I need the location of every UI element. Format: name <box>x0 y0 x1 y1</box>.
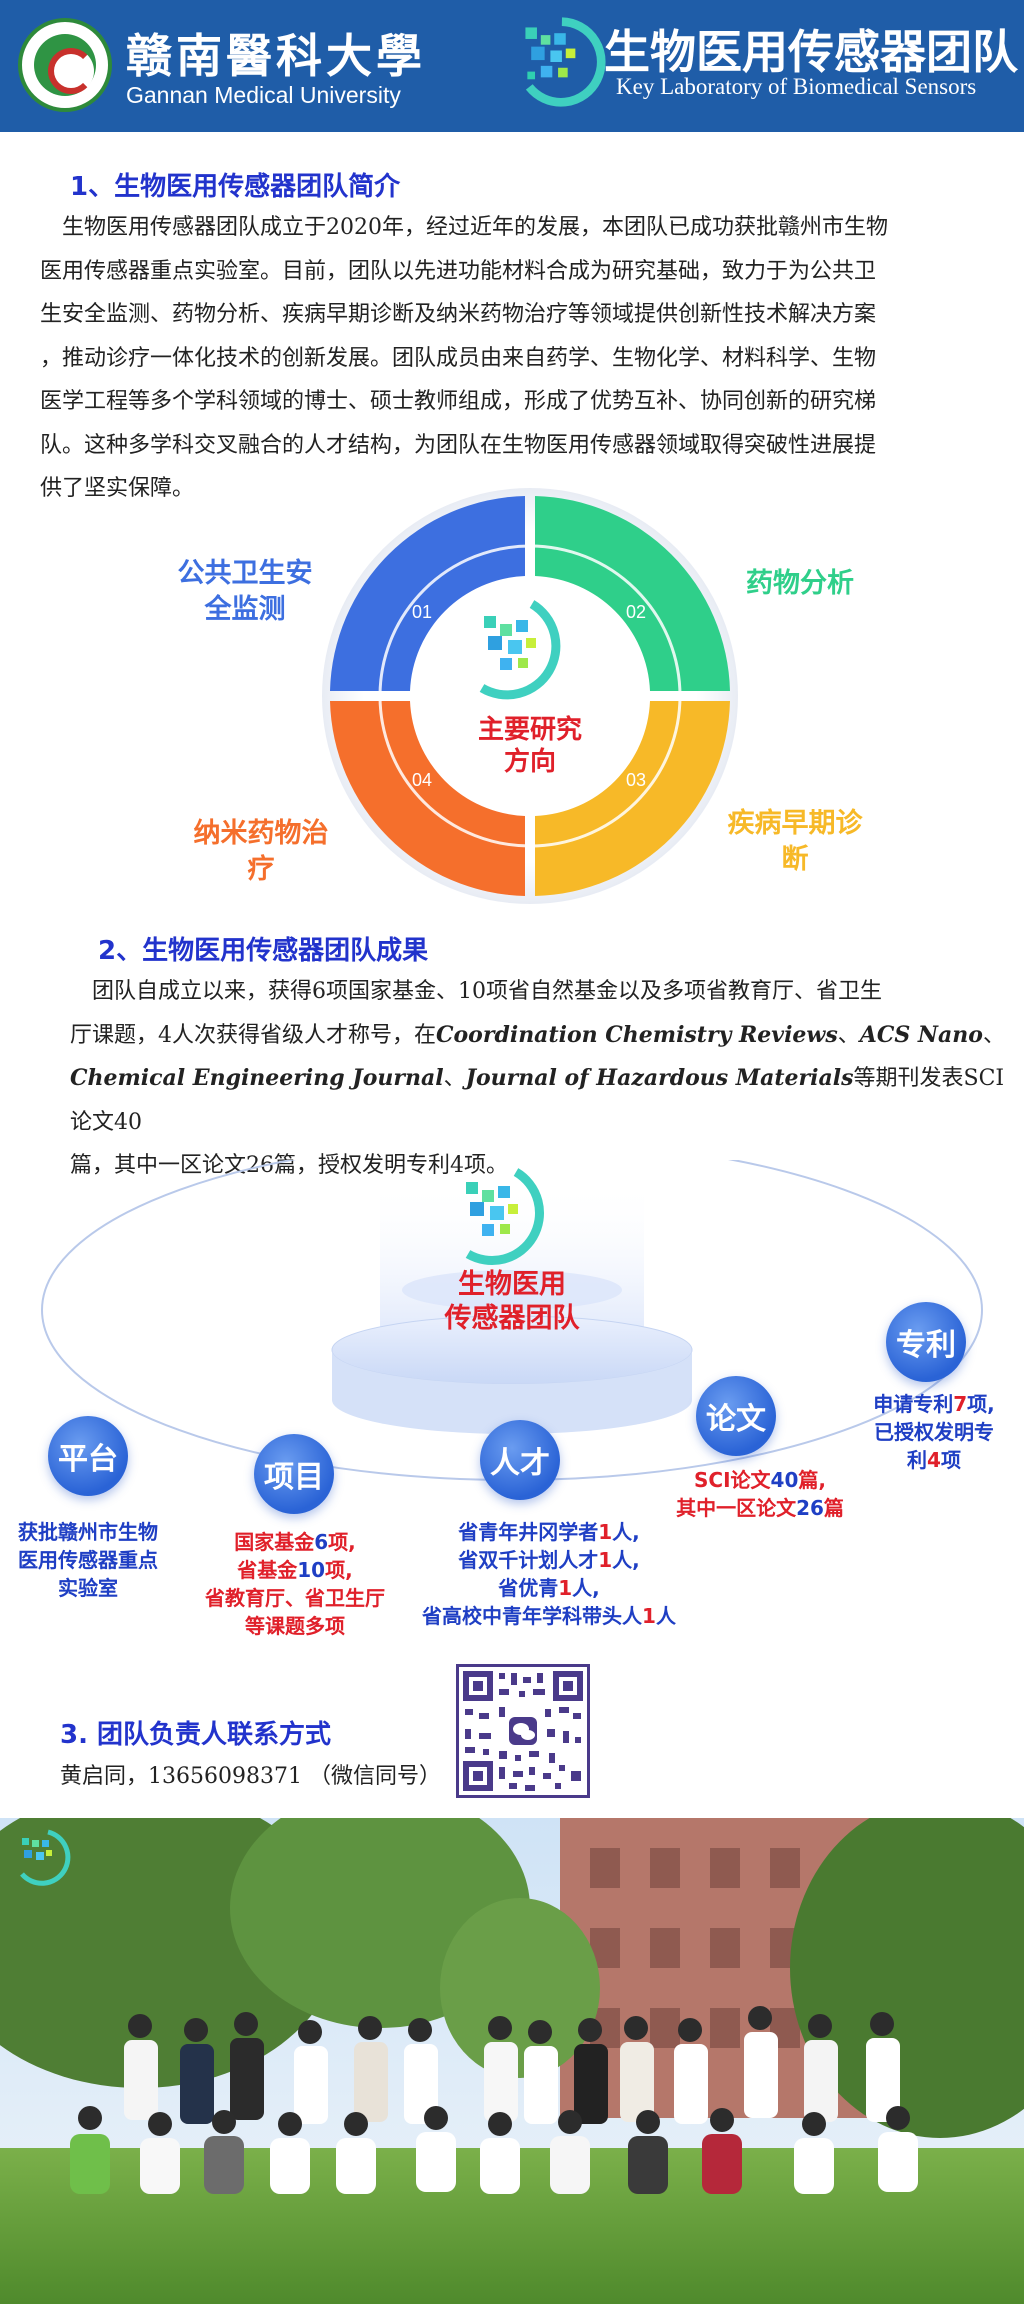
section3-title: 3. 团队负责人联系方式 <box>60 1720 332 1750</box>
team-logo-icon <box>525 17 606 107</box>
node-patent: 专利 <box>886 1302 966 1382</box>
text-line: 实验室 <box>58 1576 118 1600</box>
para-line: 医用传感器重点实验室。目前，团队以先进功能材料合成为研究基础，致力于为公共卫 <box>40 258 877 284</box>
para-line: ，推动诊疗一体化技术的创新发展。团队成员由来自药学、生物化学、材料科学、生物 <box>40 345 877 371</box>
text-line: SCI论文40篇, <box>694 1468 826 1492</box>
text-line: 已授权发明专 <box>874 1420 994 1444</box>
node-platform: 平台 <box>48 1416 128 1496</box>
para-text: 、 <box>837 1022 860 1048</box>
patent-text: 申请专利7项, 已授权发明专 利4项 <box>850 1390 1018 1474</box>
journal-name: Coordination Chemistry Reviews <box>436 1021 838 1048</box>
quadrant-number-02: 02 <box>626 602 646 622</box>
direction-drug-analysis: 药物分析 <box>720 566 880 602</box>
node-talent: 人才 <box>480 1420 560 1500</box>
text-line: 利4项 <box>907 1448 961 1472</box>
para-line: 篇，其中一区论文26篇，授权发明专利4项。 <box>70 1153 508 1178</box>
direction-line: 公共卫生安 <box>177 558 313 589</box>
para-line: 队。这种多学科交叉融合的人才结构，为团队在生物医用传感器领域取得突破性进展提 <box>40 432 877 458</box>
para-line: 生物医用传感器团队成立于2020年，经过近年的发展，本团队已成功获批赣州市生物 <box>40 215 888 240</box>
section1-paragraph: 生物医用传感器团队成立于2020年，经过近年的发展，本团队已成功获批赣州市生物 … <box>40 206 1000 511</box>
center-title-line: 传感器团队 <box>444 1303 580 1334</box>
research-center-line1: 主要研究 <box>478 714 582 745</box>
university-name-cn: 赣南醫科大學 <box>126 29 426 83</box>
team-group-photo <box>0 1818 1024 2304</box>
text-line: 获批赣州市生物 <box>18 1520 158 1544</box>
university-emblem-icon <box>18 18 112 112</box>
tree-right <box>790 1818 1024 2138</box>
text-line: 省双千计划人才1人, <box>458 1548 640 1572</box>
pedestal-side <box>332 1350 692 1434</box>
team-name-en: Key Laboratory of Biomedical Sensors <box>616 74 977 99</box>
quadrant-number-03: 03 <box>626 770 646 790</box>
direction-line: 纳米药物治 <box>193 818 329 849</box>
platform-text: 获批赣州市生物 医用传感器重点 实验室 <box>6 1518 170 1602</box>
node-paper: 论文 <box>696 1376 776 1456</box>
direction-line: 断 <box>781 844 809 875</box>
text-line: 省教育厅、省卫生厅 <box>205 1586 385 1610</box>
talent-text: 省青年井冈学者1人, 省双千计划人才1人, 省优青1人, 省高校中青年学科带头人… <box>404 1518 694 1630</box>
journal-name: Journal of Hazardous Materials <box>465 1065 854 1091</box>
text-line: 等课题多项 <box>245 1614 345 1638</box>
project-text: 国家基金6项, 省基金10项, 省教育厅、省卫生厅 等课题多项 <box>190 1528 400 1640</box>
quadrant-02 <box>535 496 730 691</box>
center-title-line: 生物医用 <box>458 1269 566 1300</box>
para-line: 医学工程等多个学科领域的博士、硕士教师组成，形成了优势互补、协同创新的研究梯 <box>40 389 877 414</box>
contact-info: 黄启同，13656098371 （微信同号） <box>60 1764 441 1789</box>
para-text: 等期刊发表SCI论文40 <box>70 1066 1005 1135</box>
section2-title: 2、生物医用传感器团队成果 <box>98 936 429 966</box>
node-project: 项目 <box>254 1434 334 1514</box>
direction-public-health: 公共卫生安 全监测 <box>150 556 340 628</box>
quadrant-number-01: 01 <box>412 602 432 622</box>
text-line: 国家基金6项, <box>234 1530 356 1554</box>
section2-paragraph: 团队自成立以来，获得6项国家基金、10项省自然基金以及多项省教育厅、省卫生 厅课… <box>70 970 1010 1188</box>
team-members <box>70 2006 918 2194</box>
results-orbit-diagram <box>41 1160 983 1481</box>
para-line: Chemical Engineering Journal、Journal of … <box>70 1057 1010 1144</box>
quadrant-04 <box>330 701 525 896</box>
direction-line: 全监测 <box>204 594 286 625</box>
quadrant-01 <box>330 496 525 691</box>
direction-line: 疗 <box>247 854 275 885</box>
journal-name: ACS Nano <box>859 1021 983 1048</box>
text-line: 医用传感器重点 <box>18 1548 158 1572</box>
paper-text: SCI论文40篇, 其中一区论文26篇 <box>650 1466 870 1522</box>
para-line: 生安全监测、药物分析、疾病早期诊断及纳米药物治疗等领域提供创新性技术解决方案 <box>40 302 877 327</box>
para-line: 厅课题，4人次获得省级人才称号，在Coordination Chemistry … <box>70 1014 1010 1058</box>
research-center-line2: 方向 <box>504 746 556 777</box>
photo-logo-icon <box>20 1829 71 1886</box>
results-logo-icon <box>465 1168 544 1265</box>
results-center-title: 生物医用 传感器团队 <box>392 1268 632 1336</box>
text-line: 申请专利7项, <box>873 1392 995 1416</box>
para-text: 厅课题，4人次获得省级人才称号，在 <box>70 1022 436 1048</box>
direction-nano-therapy: 纳米药物治 疗 <box>166 816 356 888</box>
text-line: 省青年井冈学者1人, <box>458 1520 640 1544</box>
section1-title: 1、生物医用传感器团队简介 <box>70 172 401 202</box>
research-directions-diagram: 01 02 03 04 主要研究 方向 <box>322 488 738 904</box>
header-banner: 赣南醫科大學 Gannan Medical University 生物医用传感器… <box>0 0 1024 132</box>
team-name-cn: 生物医用传感器团队 <box>604 25 1018 79</box>
para-text: 、 <box>982 1022 1005 1048</box>
text-line: 其中一区论文26篇 <box>676 1496 844 1520</box>
wechat-qr-code-icon[interactable] <box>456 1664 590 1798</box>
direction-line: 疾病早期诊 <box>727 808 863 839</box>
para-line: 供了坚实保障。 <box>40 476 195 501</box>
direction-early-diagnosis: 疾病早期诊 断 <box>700 806 890 878</box>
para-line: 团队自成立以来，获得6项国家基金、10项省自然基金以及多项省教育厅、省卫生 <box>70 979 882 1004</box>
text-line: 省基金10项, <box>237 1558 353 1582</box>
direction-line: 药物分析 <box>746 568 854 599</box>
quadrant-03 <box>535 701 730 896</box>
para-text: 、 <box>443 1066 466 1091</box>
university-name-en: Gannan Medical University <box>126 82 401 108</box>
quadrant-number-04: 04 <box>412 770 432 790</box>
journal-name: Chemical Engineering Journal <box>70 1065 444 1091</box>
text-line: 省高校中青年学科带头人1人 <box>422 1604 676 1628</box>
center-logo-icon <box>479 600 561 700</box>
text-line: 省优青1人, <box>498 1576 600 1600</box>
